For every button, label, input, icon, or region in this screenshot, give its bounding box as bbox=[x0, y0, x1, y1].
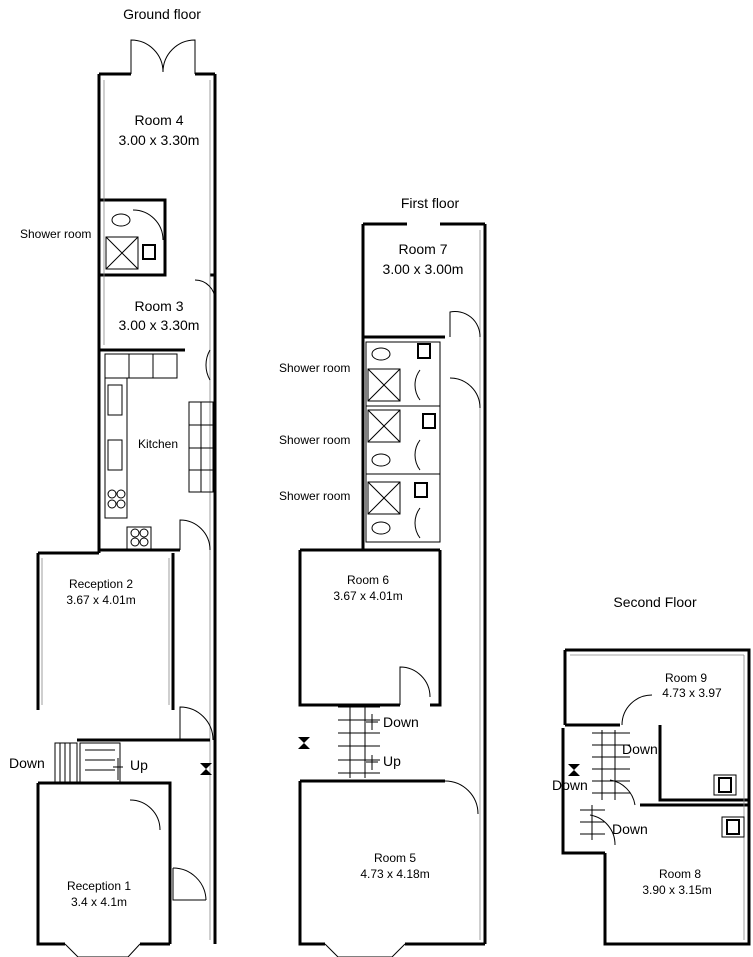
second-stairs bbox=[568, 730, 636, 846]
room9-basin bbox=[713, 774, 737, 796]
shower-room-a-label: Shower room bbox=[279, 361, 350, 375]
first-stairs bbox=[298, 706, 380, 778]
room3-name: Room 3 bbox=[134, 298, 183, 314]
room8-basin bbox=[721, 816, 745, 838]
second-down-label-a: Down bbox=[622, 741, 658, 757]
first-shower-rooms bbox=[365, 341, 481, 543]
room7-name: Room 7 bbox=[398, 241, 447, 257]
ground-floor: Ground floor Room 4 3.00 x 3.30m Shower … bbox=[9, 6, 217, 957]
kitchen-label: Kitchen bbox=[138, 437, 178, 451]
room8-name: Room 8 bbox=[659, 867, 701, 881]
room5-size: 4.73 x 4.18m bbox=[360, 867, 429, 881]
room5-walls bbox=[298, 779, 485, 957]
shower-room-c-label: Shower room bbox=[279, 489, 350, 503]
ground-walls bbox=[97, 72, 217, 944]
room6-name: Room 6 bbox=[347, 573, 389, 587]
reception2-name: Reception 2 bbox=[69, 577, 133, 591]
reception2-walls bbox=[36, 551, 175, 710]
first-up-label: Up bbox=[383, 753, 401, 769]
reception1-size: 3.4 x 4.1m bbox=[71, 895, 127, 909]
room3-door bbox=[194, 279, 216, 301]
room9-door bbox=[621, 694, 653, 726]
ground-shower-label: Shower room bbox=[20, 227, 91, 241]
first-floor: First floor Room 7 3.00 x 3.00m bbox=[279, 195, 487, 957]
reception1-name: Reception 1 bbox=[67, 879, 131, 893]
first-floor-title: First floor bbox=[401, 195, 460, 211]
room7-size: 3.00 x 3.00m bbox=[383, 261, 464, 277]
ground-stairs bbox=[54, 706, 214, 784]
room8-size: 3.90 x 3.15m bbox=[642, 883, 711, 897]
room6-door bbox=[399, 666, 431, 705]
second-down-label-c: Down bbox=[612, 821, 648, 837]
room4-size: 3.00 x 3.30m bbox=[119, 132, 200, 148]
room7-door bbox=[449, 311, 481, 338]
ground-up-label: Up bbox=[130, 757, 148, 773]
room5-name: Room 5 bbox=[374, 851, 416, 865]
shower-room-b-label: Shower room bbox=[279, 433, 350, 447]
room3-size: 3.00 x 3.30m bbox=[119, 317, 200, 333]
kitchen-fixtures bbox=[104, 349, 214, 551]
stair-marker-icon bbox=[200, 763, 212, 775]
french-doors bbox=[130, 39, 196, 74]
ground-shower-fixtures bbox=[105, 209, 164, 270]
second-floor: Second Floor Room 9 4.73 x 3.97 Down D bbox=[552, 594, 751, 946]
second-floor-title: Second Floor bbox=[613, 594, 697, 610]
reception2-size: 3.67 x 4.01m bbox=[66, 593, 135, 607]
room4-name: Room 4 bbox=[134, 112, 183, 128]
room9-size: 4.73 x 3.97 bbox=[662, 686, 722, 700]
second-walls bbox=[561, 648, 751, 946]
room6-size: 3.67 x 4.01m bbox=[333, 589, 402, 603]
first-down-label: Down bbox=[383, 714, 419, 730]
second-stair-marker-icon bbox=[568, 764, 580, 776]
second-down-label-b: Down bbox=[552, 777, 588, 793]
ground-down-label: Down bbox=[9, 755, 45, 771]
room9-name: Room 9 bbox=[665, 671, 707, 685]
first-walls bbox=[298, 222, 487, 944]
ground-floor-title: Ground floor bbox=[123, 6, 201, 22]
reception1-walls bbox=[36, 781, 207, 957]
first-stair-marker-icon bbox=[298, 737, 310, 749]
